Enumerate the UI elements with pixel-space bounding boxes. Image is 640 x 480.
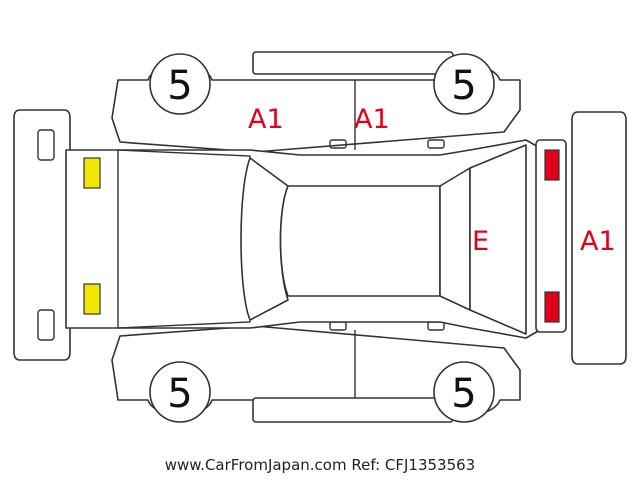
front-light-marker-bottom xyxy=(83,283,101,315)
reference-caption: www.CarFromJapan.com Ref: CFJ1353563 xyxy=(165,456,475,474)
wheel-front-right-grade: 5 xyxy=(167,371,192,417)
front-bumper xyxy=(13,109,71,361)
rear-light-marker-top xyxy=(544,149,560,181)
rear-lamp-housing xyxy=(535,139,567,333)
rear-bumper xyxy=(571,111,627,365)
wheel-rear-left: 5 xyxy=(433,53,495,115)
wheel-front-left: 5 xyxy=(149,53,211,115)
damage-code-left-rear-door: A1 xyxy=(354,104,390,135)
car-body xyxy=(65,139,567,339)
damage-code-left-front-door: A1 xyxy=(248,104,284,135)
damage-code-rear-glass: E xyxy=(472,226,489,257)
right-roof-strip xyxy=(252,397,454,423)
tailgate xyxy=(469,144,527,335)
wheel-front-right: 5 xyxy=(149,361,211,423)
wheel-front-left-grade: 5 xyxy=(167,63,192,109)
left-roof-strip xyxy=(252,51,454,75)
damage-code-rear-bumper: A1 xyxy=(580,226,616,257)
wheel-rear-right-grade: 5 xyxy=(451,371,476,417)
rear-light-marker-bottom xyxy=(544,291,560,323)
roof xyxy=(279,185,441,297)
rear-glass xyxy=(439,167,471,311)
wheel-rear-right: 5 xyxy=(433,361,495,423)
wheel-rear-left-grade: 5 xyxy=(451,63,476,109)
front-light-marker-top xyxy=(83,157,101,189)
